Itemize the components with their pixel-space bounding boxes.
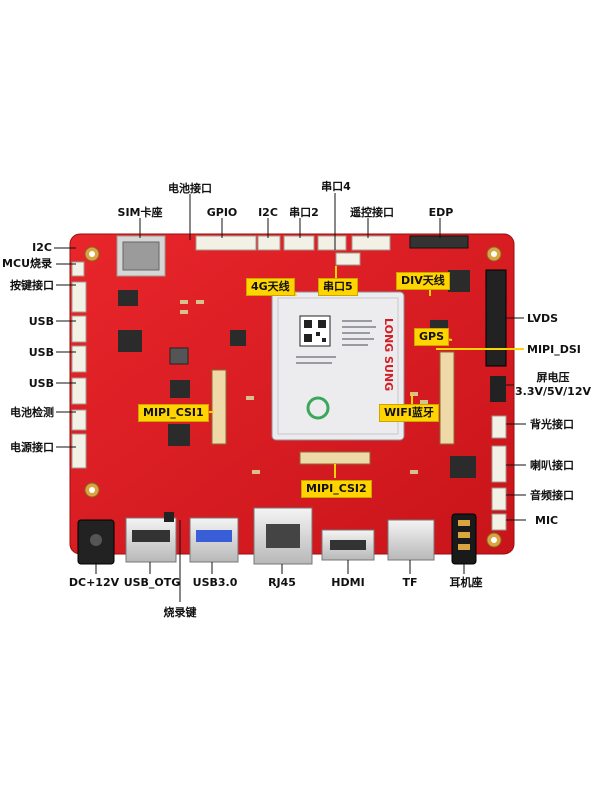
lte-module: LONG SUNG <box>271 291 405 441</box>
tag-4g-antenna: 4G天线 <box>246 278 295 296</box>
label-burn-key: 烧录键 <box>163 606 197 619</box>
label-hdmi: HDMI <box>331 576 365 589</box>
label-usb-otg: USB_OTG <box>123 576 181 589</box>
label-key-conn: 按键接口 <box>10 279 54 292</box>
label-screen-voltage-values: 3.3V/5V/12V <box>514 385 592 398</box>
label-usb-3: USB <box>28 377 54 390</box>
label-gpio: GPIO <box>206 206 238 219</box>
label-backlight-conn: 背光接口 <box>530 418 574 431</box>
module-brand: LONG SUNG <box>382 318 395 391</box>
passive-components <box>180 300 428 474</box>
inductor <box>169 347 189 365</box>
tf-slot <box>387 519 435 561</box>
remote-header <box>351 235 391 251</box>
tag-serial5: 串口5 <box>318 278 358 296</box>
edp-connector <box>409 235 469 249</box>
leader-lines <box>54 193 526 602</box>
label-mcu-burn: MCU烧录 <box>2 257 52 270</box>
label-rj45: RJ45 <box>268 576 296 589</box>
top-connectors <box>116 235 469 277</box>
module-logo-mark <box>306 396 330 420</box>
tag-gps: GPS <box>414 328 450 346</box>
label-usb30: USB3.0 <box>192 576 238 589</box>
tag-div-antenna: DIV天线 <box>396 272 450 290</box>
label-sim-slot: SIM卡座 <box>117 206 163 219</box>
tag-mipi-csi2: MIPI_CSI2 <box>301 480 372 498</box>
label-i2c-left: I2C <box>32 241 52 254</box>
label-usb-1: USB <box>28 315 54 328</box>
label-audio-conn: 音频接口 <box>530 489 574 502</box>
tag-wifi-bt: WIFI蓝牙 <box>379 404 439 422</box>
mipi-csi1-connector <box>211 369 227 445</box>
fpc-connectors <box>211 252 455 465</box>
label-screen-voltage: 屏电压 <box>536 371 570 384</box>
label-tf: TF <box>402 576 418 589</box>
label-power-conn: 电源接口 <box>10 441 54 454</box>
gpio-header <box>195 235 257 251</box>
label-mipi-dsi: MIPI_DSI <box>527 343 581 356</box>
label-lvds: LVDS <box>527 312 559 325</box>
bottom-ports <box>77 507 477 565</box>
burn-key-button <box>164 512 174 522</box>
lvds-header <box>485 269 507 367</box>
label-battery-detect: 电池检测 <box>10 406 54 419</box>
label-edp: EDP <box>428 206 454 219</box>
i2c-header <box>257 235 281 251</box>
label-speaker-conn: 喇叭接口 <box>530 459 574 472</box>
label-usb-2: USB <box>28 346 54 359</box>
label-i2c-top: I2C <box>258 206 278 219</box>
right-connectors <box>485 269 507 531</box>
serial2-header <box>283 235 315 251</box>
label-battery-conn-top: 电池接口 <box>168 182 212 195</box>
label-serial2: 串口2 <box>289 206 319 219</box>
label-earphone-jack: 耳机座 <box>449 576 483 589</box>
serial4-header <box>317 235 347 251</box>
mipi-dsi-connector <box>439 351 455 445</box>
label-mic: MIC <box>535 514 559 527</box>
left-connectors <box>71 261 87 469</box>
chips <box>118 270 476 478</box>
mounting-holes <box>84 246 502 548</box>
tag-mipi-csi1: MIPI_CSI1 <box>138 404 209 422</box>
label-remote-conn: 遥控接口 <box>350 206 394 219</box>
label-dc-12v: DC+12V <box>68 576 120 589</box>
label-serial4: 串口4 <box>321 180 351 193</box>
mipi-csi2-connector <box>299 451 371 465</box>
